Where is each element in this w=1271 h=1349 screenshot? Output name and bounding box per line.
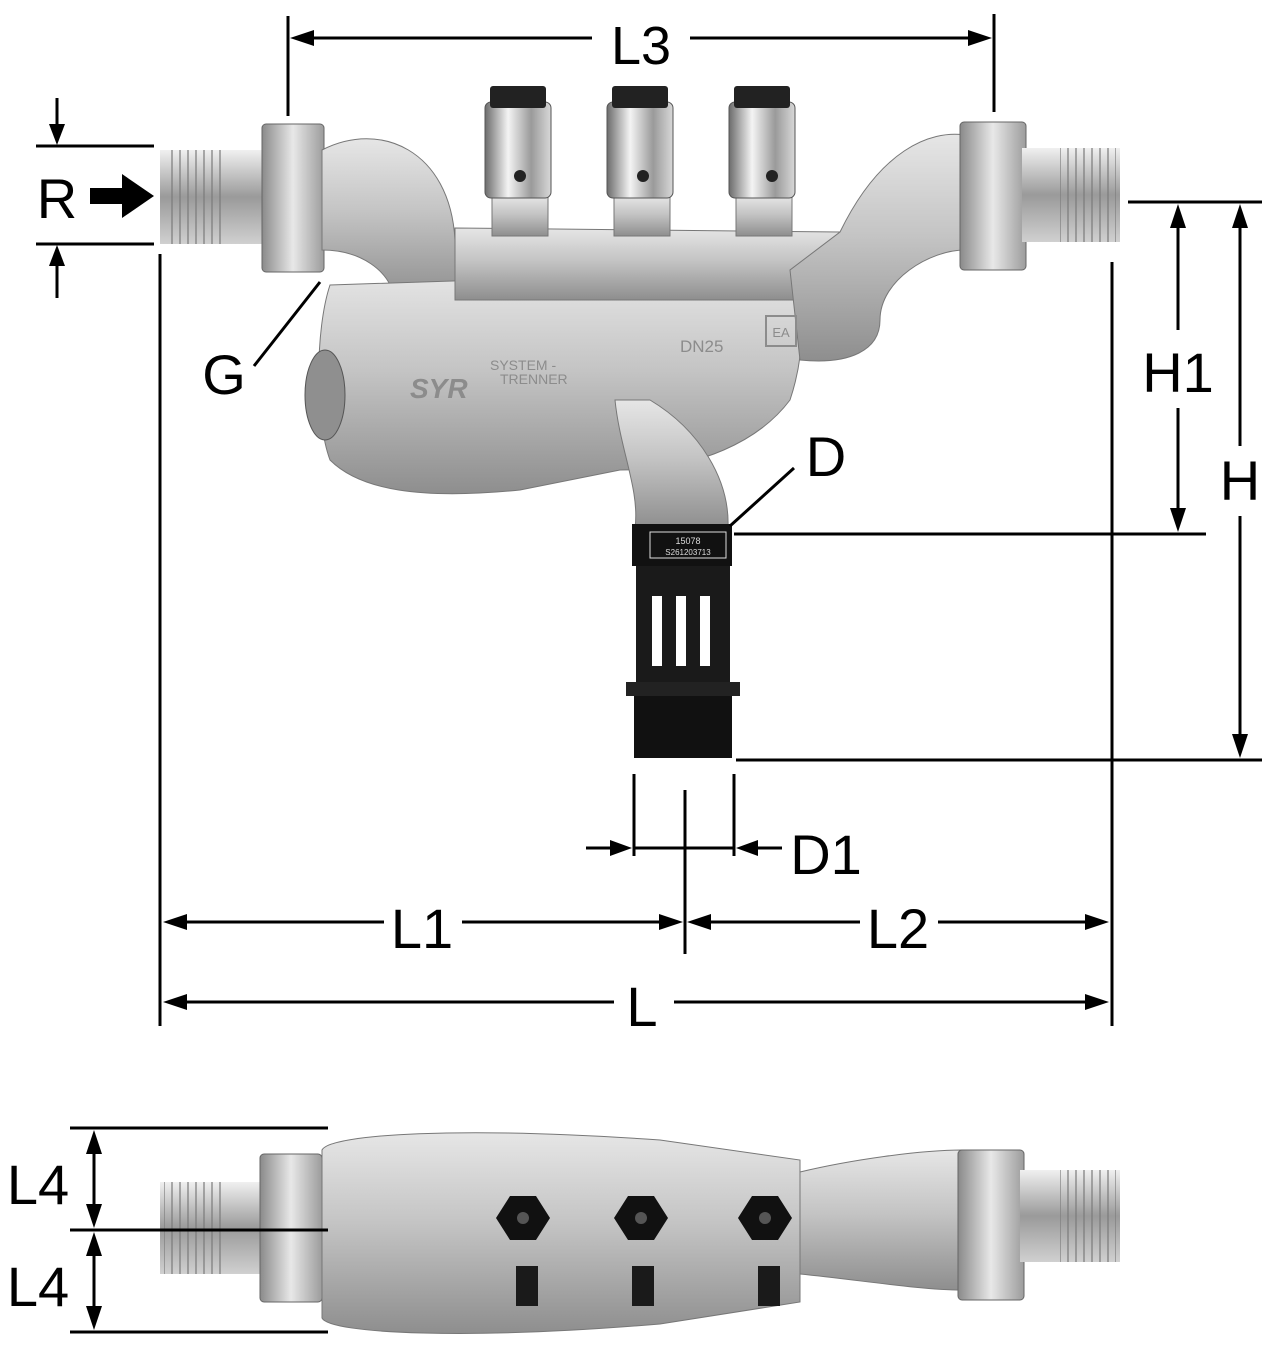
dimension-R: R	[36, 98, 154, 298]
label-D: D	[806, 425, 846, 488]
brand-mark: SYR	[410, 373, 468, 404]
top-inlet-union-nut	[259, 1153, 323, 1303]
flow-arrow-icon	[90, 188, 126, 204]
label-L2: L2	[867, 897, 929, 960]
top-outlet-taper	[799, 1149, 963, 1291]
sleeve-code-1: 15078	[675, 536, 700, 546]
label-H: H	[1220, 449, 1260, 512]
dimension-G: G	[202, 281, 322, 406]
label-L4-top: L4	[7, 1153, 69, 1216]
dimension-H: H	[1220, 204, 1260, 758]
front-view-valve: 15078 S261203713 SYR SYSTEM - TRENNER DN…	[160, 86, 1120, 758]
side-cap	[304, 349, 346, 441]
dimension-D: D	[728, 425, 846, 528]
label-H1: H1	[1142, 341, 1214, 404]
dimension-H1: H1	[1142, 204, 1214, 532]
size-marking: DN25	[680, 337, 723, 356]
outlet-union-nut	[959, 121, 1027, 271]
outlet-thread	[1022, 148, 1120, 242]
outlet-elbow	[789, 133, 966, 362]
inlet-union-nut	[261, 123, 325, 273]
label-L4-bottom: L4	[7, 1255, 69, 1318]
label-L1: L1	[391, 897, 453, 960]
top-test-valve-3	[738, 1196, 792, 1306]
drain-funnel	[626, 566, 740, 758]
body-text-1: SYSTEM -	[490, 357, 556, 373]
flow-arrowhead-icon	[122, 174, 154, 218]
label-L3: L3	[611, 16, 671, 76]
top-test-valve-2	[614, 1196, 668, 1306]
label-D1: D1	[790, 823, 862, 886]
dimension-L1: L1	[163, 897, 683, 960]
test-valve-3	[728, 86, 796, 237]
body-text-2: TRENNER	[500, 371, 568, 387]
label-G: G	[202, 343, 246, 406]
label-R: R	[37, 167, 77, 230]
certification-mark: EA	[772, 325, 790, 340]
inlet-elbow	[321, 138, 456, 301]
drain-sleeve	[632, 524, 732, 566]
top-test-valve-1	[496, 1196, 550, 1306]
dimension-L: L	[163, 975, 1109, 1038]
top-valve-body	[321, 1132, 801, 1334]
test-valve-1	[484, 86, 552, 237]
top-inlet-thread	[160, 1182, 266, 1274]
sleeve-code-2: S261203713	[665, 548, 711, 557]
dimension-L2: L2	[687, 897, 1109, 960]
dimension-L3: L3	[286, 14, 996, 116]
top-view-valve	[160, 1132, 1120, 1334]
label-L: L	[626, 975, 657, 1038]
dimension-D1: D1	[586, 774, 862, 886]
inlet-thread	[160, 150, 268, 244]
top-outlet-union-nut	[957, 1149, 1025, 1301]
dimension-L4: L4 L4	[7, 1126, 328, 1334]
test-valve-2	[606, 86, 674, 237]
valve-manifold	[454, 227, 841, 301]
top-outlet-thread	[1020, 1170, 1120, 1262]
